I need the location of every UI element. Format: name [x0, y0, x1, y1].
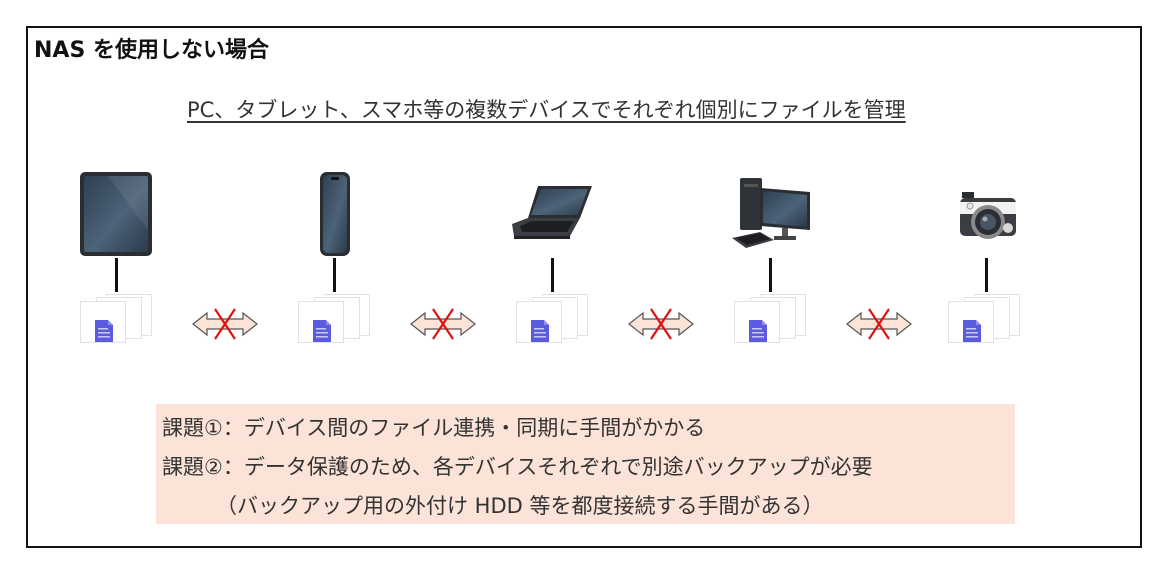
laptop-connector	[551, 258, 554, 292]
blocked-sync-arrow-icon	[410, 308, 476, 340]
desktop-file-stack	[734, 292, 810, 344]
tablet-connector	[115, 258, 118, 292]
camera-file-stack	[948, 292, 1024, 344]
document-icon	[749, 320, 767, 342]
blocked-sync-arrow-icon	[846, 308, 912, 340]
camera-connector	[985, 258, 988, 292]
tablet-icon	[80, 172, 152, 256]
issue-2-note-text: （バックアップ用の外付け HDD 等を都度接続する手間がある）	[216, 494, 824, 518]
camera-icon	[960, 192, 1016, 239]
desktop-connector	[769, 258, 772, 292]
document-icon	[313, 320, 331, 342]
smartphone-connector	[333, 258, 336, 292]
laptop-icon	[512, 186, 592, 239]
diagram-subtitle: PC、タブレット、スマホ等の複数デバイスでそれぞれ個別にファイルを管理	[187, 98, 906, 122]
smartphone-icon	[320, 172, 350, 256]
smartphone-file-stack	[298, 292, 374, 344]
diagram-frame	[26, 26, 1142, 548]
blocked-sync-arrow-icon	[628, 308, 694, 340]
issues-box: 課題①：デバイス間のファイル連携・同期に手間がかかる 課題②：データ保護のため、…	[156, 404, 1015, 524]
issue-2-text: 課題②：データ保護のため、各デバイスそれぞれで別途バックアップが必要	[162, 455, 873, 479]
laptop-file-stack	[516, 292, 592, 344]
diagram-title: NAS を使用しない場合	[34, 38, 269, 63]
tablet-file-stack	[80, 292, 156, 344]
document-icon	[95, 320, 113, 342]
desktop-pc-icon	[732, 178, 810, 248]
issue-1-text: 課題①：デバイス間のファイル連携・同期に手間がかかる	[162, 416, 706, 440]
document-icon	[531, 320, 549, 342]
blocked-sync-arrow-icon	[192, 308, 258, 340]
document-icon	[963, 320, 981, 342]
